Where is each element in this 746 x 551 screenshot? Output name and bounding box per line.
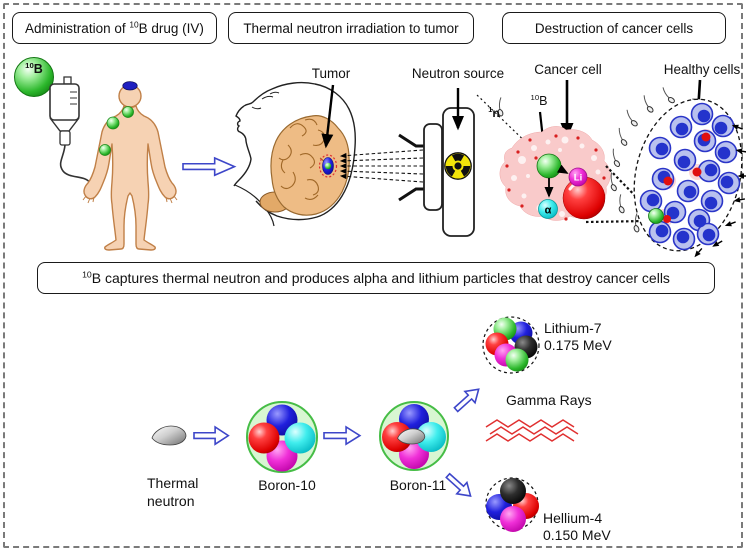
neutron-beam xyxy=(339,149,424,183)
neutron-1n-label: 1n xyxy=(488,105,500,120)
lithium7-label: Lithium-7 xyxy=(544,320,602,336)
zoom-callout-lines xyxy=(585,165,652,224)
gamma-rays-label: Gamma Rays xyxy=(506,392,592,408)
b10-drug-sphere-icon xyxy=(14,57,54,97)
summary-banner: 10B captures thermal neutron and produce… xyxy=(37,262,715,294)
tumor-label: Tumor xyxy=(311,66,351,81)
lithium-symbol: Li xyxy=(574,173,582,184)
boron11-label: Boron-11 xyxy=(389,477,447,493)
thermal-neutron-icon xyxy=(151,425,187,446)
reaction-arrow-2 xyxy=(323,426,361,445)
helium4-label: Hellium-4 xyxy=(543,510,603,526)
header-box-destruction: Destruction of cancer cells xyxy=(502,12,726,44)
cancer-cell-label: Cancer cell xyxy=(534,62,602,77)
healthy-cells-label: Healthy cells xyxy=(663,62,741,77)
incident-neutron-path xyxy=(476,94,537,153)
iv-bag-icon xyxy=(49,76,93,192)
box-admin-text: Administration of xyxy=(25,20,130,36)
cancer-cell-illustration: Li α xyxy=(499,126,611,221)
neutron-source-label: Neutron source xyxy=(411,66,505,81)
destroyed-cancer-spots xyxy=(663,132,711,223)
healthy-cell-group xyxy=(639,102,741,251)
tumor-in-brain xyxy=(318,154,338,178)
stage-arrow-1 xyxy=(181,156,236,177)
thermal-neutron-label: Thermal neutron xyxy=(147,475,199,509)
patient-body xyxy=(83,105,177,251)
drug-uptake-dots xyxy=(99,106,134,156)
reaction-arrow-1 xyxy=(193,426,230,445)
beam-collimator xyxy=(398,133,424,202)
boron10-atom-icon xyxy=(246,401,318,473)
tumor-pointer-arrow xyxy=(321,84,335,149)
boron11-atom-icon xyxy=(379,401,449,471)
gamma-rays-icon xyxy=(485,419,579,442)
alpha-symbol: α xyxy=(545,205,552,217)
radiation-icon xyxy=(444,152,472,180)
brain-tumor-dot xyxy=(122,81,138,91)
brain-illustration xyxy=(259,115,350,216)
helium4-nucleus-icon xyxy=(485,477,539,532)
patient-figure xyxy=(82,81,178,251)
reaction-arrow-li7 xyxy=(450,383,485,416)
header-box-administration: Administration of 10B drug (IV) xyxy=(12,12,217,44)
helium4-energy: 0.150 MeV xyxy=(543,527,611,543)
neutron-source-device xyxy=(398,107,475,237)
lithium7-nucleus-icon xyxy=(482,316,540,374)
lithium-particle-icon xyxy=(568,167,588,187)
alpha-particle-icon xyxy=(538,199,558,219)
boron10-label: Boron-10 xyxy=(258,477,316,493)
b10-sphere-label: 10B xyxy=(25,60,43,76)
b10-atom-in-cell xyxy=(536,153,562,179)
b10-cancer-label: 10B xyxy=(530,92,548,108)
b10-in-tissue xyxy=(648,208,664,224)
lithium7-energy: 0.175 MeV xyxy=(544,337,612,353)
header-box-irradiation: Thermal neutron irradiation to tumor xyxy=(228,12,474,44)
healthy-cells-illustration xyxy=(603,86,746,260)
